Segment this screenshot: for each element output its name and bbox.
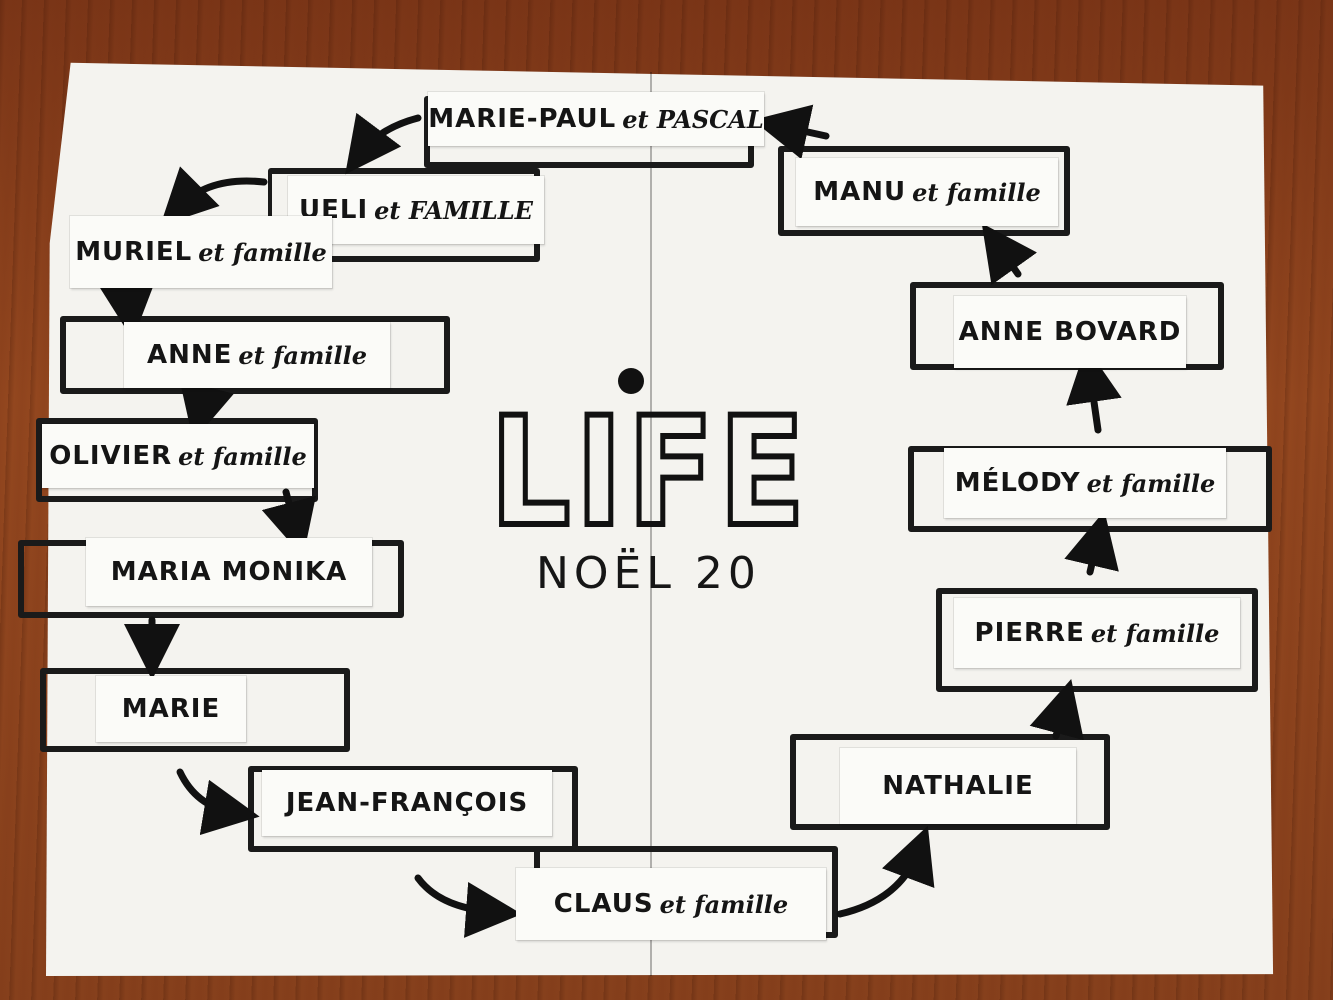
label-suffix: et FAMILLE — [374, 195, 533, 225]
label-muriel-et-famille: MURIEL et famille — [70, 216, 332, 288]
arrow-11 — [1064, 510, 1119, 576]
label-marie-paul-et-pascal: MARIE-PAUL et PASCAL — [428, 92, 764, 146]
label-name: MURIEL — [75, 237, 193, 267]
arrow-13 — [981, 223, 1038, 286]
label-ueli-et-famille: UELI et FAMILLE — [288, 176, 544, 244]
label-suffix: et famille — [1090, 618, 1220, 648]
life-title-text: LIFE — [490, 400, 810, 540]
label-name: OLIVIER — [49, 441, 173, 471]
label-name: MARIE — [121, 694, 221, 724]
label-marie: MARIE — [96, 676, 246, 742]
arrow-2 — [160, 166, 268, 226]
label-name: MÉLODY — [954, 468, 1081, 498]
box-manu-et-famille — [778, 146, 1070, 236]
box-nathalie — [790, 734, 1110, 830]
box-pierre-et-famille — [936, 588, 1258, 692]
label-suffix: et famille — [178, 441, 307, 471]
arrow-8 — [414, 874, 522, 938]
label-name: ANNE BOVARD — [958, 317, 1182, 347]
noel-subtitle: NOËL 20 — [536, 548, 761, 599]
arrow-12 — [1066, 346, 1122, 434]
label-melody-et-famille: MÉLODY et famille — [944, 448, 1226, 518]
label-name: ANNE — [146, 340, 233, 370]
label-suffix: et famille — [659, 889, 789, 919]
label-claus-et-famille: CLAUS et famille — [516, 868, 826, 940]
label-name: MARIE-PAUL — [428, 104, 617, 134]
dot-mark — [618, 368, 644, 394]
label-anne-et-famille: ANNE et famille — [124, 322, 390, 388]
box-anne-et-famille — [60, 316, 450, 394]
label-suffix: et famille — [1086, 468, 1216, 498]
arrow-10 — [1029, 678, 1084, 741]
label-anne-bovard: ANNE BOVARD — [954, 296, 1186, 368]
arrow-5 — [261, 488, 316, 558]
label-nathalie: NATHALIE — [840, 748, 1076, 824]
arrow-4 — [179, 380, 234, 442]
label-suffix: et famille — [198, 237, 327, 267]
label-pierre-et-famille: PIERRE et famille — [954, 598, 1240, 668]
label-suffix: et famille — [238, 340, 367, 370]
label-jean-francois: JEAN-FRANÇOIS — [262, 770, 552, 836]
label-suffix: et famille — [912, 177, 1041, 207]
label-name: JEAN-FRANÇOIS — [285, 788, 529, 818]
life-title: LIFE — [487, 400, 810, 540]
arrow-14 — [752, 104, 830, 160]
arrow-7 — [176, 768, 260, 836]
label-name: CLAUS — [553, 889, 654, 919]
label-maria-monika: MARIA MONIKA — [86, 538, 372, 606]
label-name: MARIA MONIKA — [110, 557, 348, 587]
label-name: PIERRE — [974, 618, 1085, 648]
paper-fold-line — [650, 72, 652, 976]
box-olivier-et-famille — [36, 418, 318, 502]
label-manu-et-famille: MANU et famille — [796, 158, 1058, 226]
label-name: MANU — [813, 177, 907, 207]
arrow-1 — [345, 112, 422, 175]
label-name: NATHALIE — [882, 771, 1034, 801]
label-suffix: et PASCAL — [622, 104, 764, 134]
box-marie — [40, 668, 350, 752]
arrow-9 — [836, 825, 935, 918]
arrow-3 — [99, 281, 156, 340]
label-olivier-et-famille: OLIVIER et famille — [42, 424, 314, 488]
